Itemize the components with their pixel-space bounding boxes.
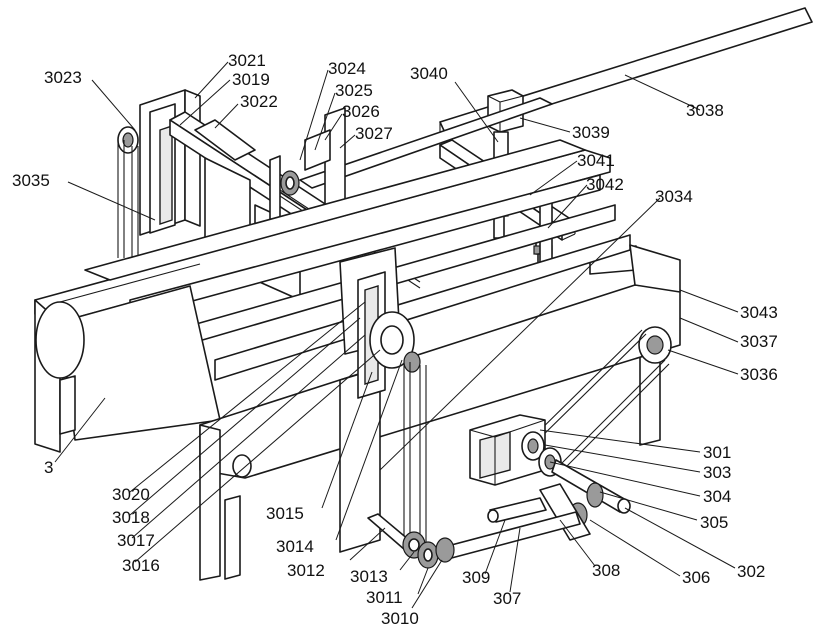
label-3013: 3013 — [350, 567, 388, 586]
label-3034: 3034 — [655, 187, 693, 206]
diagonal-belt — [529, 329, 670, 475]
label-3025: 3025 — [335, 81, 373, 100]
left-pulley-belt — [117, 126, 139, 258]
label-3010: 3010 — [381, 609, 419, 628]
label-3018: 3018 — [112, 508, 150, 527]
label-3: 3 — [44, 458, 53, 477]
upper-gear — [280, 170, 300, 196]
bottom-gears — [402, 531, 455, 569]
label-3016: 3016 — [122, 556, 160, 575]
label-3022: 3022 — [240, 92, 278, 111]
label-3011: 3011 — [366, 588, 403, 607]
label-3019: 3019 — [232, 70, 270, 89]
label-3043: 3043 — [740, 303, 778, 322]
label-3017: 3017 — [117, 531, 155, 550]
label-3039: 3039 — [572, 123, 610, 142]
label-3037: 3037 — [740, 332, 778, 351]
label-3020: 3020 — [112, 485, 150, 504]
label-308: 308 — [592, 561, 620, 580]
label-3036: 3036 — [740, 365, 778, 384]
label-3012: 3012 — [287, 561, 325, 580]
label-3041: 3041 — [577, 151, 615, 170]
lower-shaft — [539, 459, 631, 541]
label-305: 305 — [700, 513, 728, 532]
label-307: 307 — [493, 589, 521, 608]
label-301: 301 — [703, 443, 731, 462]
right-pulley — [638, 326, 672, 364]
label-3024: 3024 — [328, 59, 366, 78]
front-roller — [35, 263, 221, 441]
label-303: 303 — [703, 463, 731, 482]
label-3042: 3042 — [586, 175, 624, 194]
label-3026: 3026 — [342, 102, 380, 121]
left-column — [139, 89, 201, 236]
label-3014: 3014 — [276, 537, 314, 556]
label-302: 302 — [737, 562, 765, 581]
lower-rods — [367, 497, 581, 561]
side-plate — [199, 244, 681, 581]
leader-lines — [54, 61, 739, 609]
label-3015: 3015 — [266, 504, 304, 523]
label-3027: 3027 — [355, 124, 393, 143]
gearbox — [469, 414, 546, 486]
reference-labels: 3023 3021 3019 3022 3024 3025 3026 3027 … — [12, 51, 778, 628]
label-3021: 3021 — [228, 51, 266, 70]
label-309: 309 — [462, 568, 490, 587]
label-304: 304 — [703, 487, 731, 506]
label-306: 306 — [682, 568, 710, 587]
label-3035: 3035 — [12, 171, 50, 190]
label-3023: 3023 — [44, 68, 82, 87]
label-3038: 3038 — [686, 101, 724, 120]
label-3040: 3040 — [410, 64, 448, 83]
vertical-belt — [403, 362, 427, 545]
side-hole — [232, 454, 252, 478]
